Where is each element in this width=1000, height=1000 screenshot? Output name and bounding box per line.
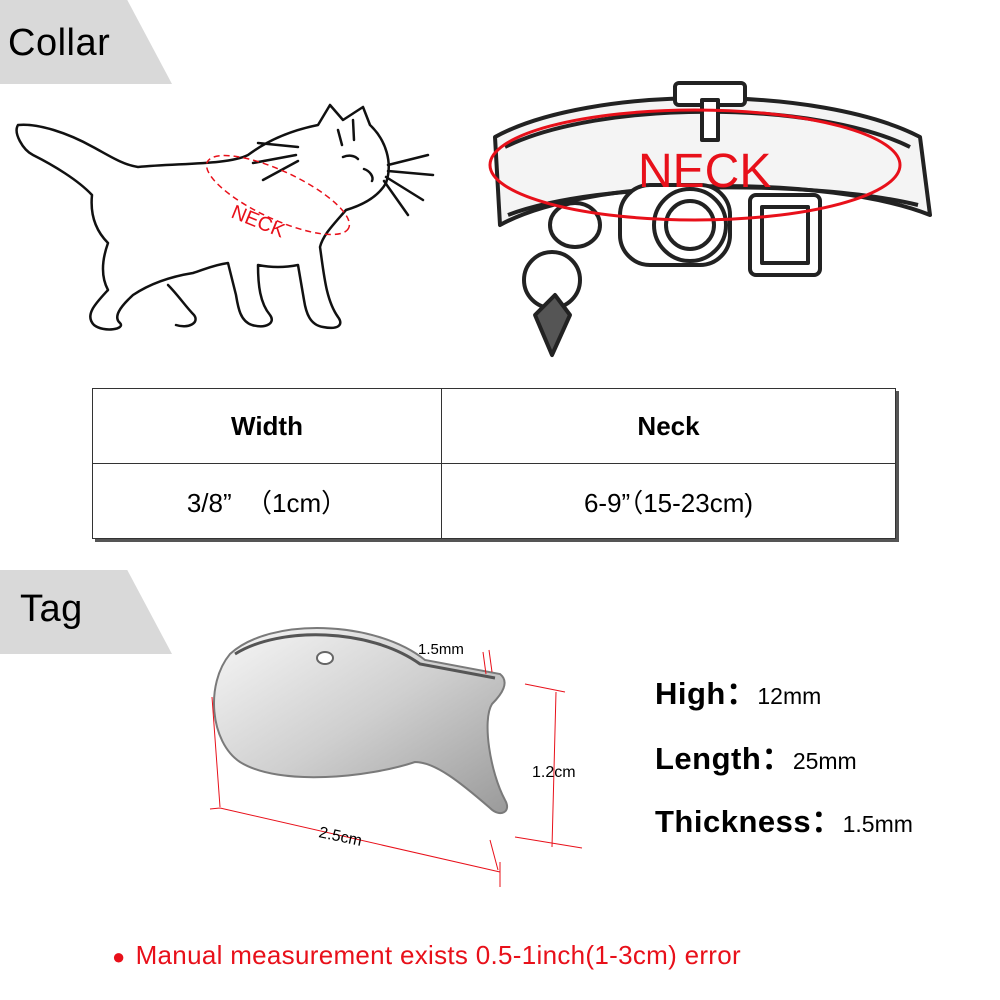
measurement-note-text: Manual measurement exists 0.5-1inch(1-3c…	[135, 940, 741, 970]
tag-illustration: 1.5mm 1.2cm 2.5cm	[209, 627, 583, 887]
collar-illustration: NECK	[488, 81, 932, 357]
spec-length-value: 25mm	[792, 748, 857, 774]
height-dimension: 1.2cm	[532, 764, 576, 781]
measurement-note: ● Manual measurement exists 0.5-1inch(1-3…	[112, 940, 741, 971]
cat-neck-label: NECK	[228, 201, 288, 242]
bullet-icon: ●	[112, 944, 126, 969]
neck-header: Neck	[441, 388, 896, 464]
spec-length: Length：25mm	[655, 733, 857, 778]
tag-section-banner: Tag	[0, 570, 172, 654]
width-value: 3/8” （1cm）	[92, 463, 442, 539]
width-header: Width	[92, 388, 442, 464]
collar-neck-label: NECK	[638, 145, 771, 198]
collar-section-banner: Collar	[0, 0, 172, 84]
spec-thickness-value: 1.5mm	[842, 811, 913, 837]
spec-thickness-sep: ：	[811, 804, 843, 839]
cat-illustration: NECK	[15, 103, 435, 331]
size-table: Width Neck 3/8” （1cm） 6-9”（15-23cm)	[92, 388, 896, 539]
fish-tag	[213, 627, 509, 815]
collar-section-title: Collar	[8, 22, 111, 64]
spec-high-key: High	[655, 676, 726, 711]
length-dimension: 2.5cm	[317, 824, 363, 850]
spec-length-key: Length	[655, 741, 762, 776]
neck-value: 6-9”（15-23cm)	[441, 463, 896, 539]
spec-thickness-key: Thickness	[655, 804, 812, 839]
spec-high-value: 12mm	[757, 683, 822, 709]
spec-length-sep: ：	[761, 741, 793, 776]
spec-thickness: Thickness：1.5mm	[655, 796, 913, 841]
tag-section-title: Tag	[20, 588, 83, 630]
spec-high: High：12mm	[655, 668, 821, 713]
thickness-dimension: 1.5mm	[418, 641, 464, 658]
table-header-row: Width Neck	[92, 388, 896, 464]
spec-high-sep: ：	[725, 676, 758, 711]
table-row: 3/8” （1cm） 6-9”（15-23cm)	[92, 463, 896, 539]
